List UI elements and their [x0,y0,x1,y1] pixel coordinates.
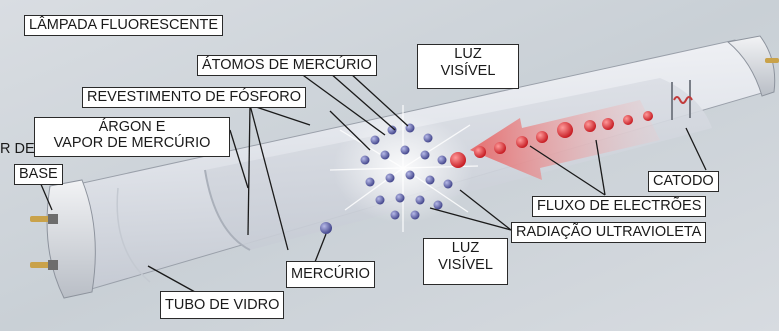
electron-flow-label: FLUXO DE ELECTRÕES [532,196,706,217]
mercury-atom [371,136,380,145]
argon-vapor-label: ÁRGON E VAPOR DE MERCÚRIO [34,117,230,157]
electron [557,122,573,138]
mercury-atom [361,156,370,165]
base-label: BASE [14,164,63,185]
visible-light-line-1: LUZ [428,240,503,257]
mercury-atom [424,134,433,143]
mercury-atom [391,211,400,220]
electron [450,152,466,168]
mercury-atom [444,180,453,189]
mercury-label: MERCÚRIO [286,261,375,288]
mercury-atoms-label: ÁTOMOS DE MERCÚRIO [197,55,377,76]
glass-tube-label: TUBO DE VIDRO [160,291,284,319]
mercury-atom [426,176,435,185]
visible-light-label-bottom: LUZ VISÍVEL [423,238,508,285]
phosphor-coating-label: REVESTIMENTO DE FÓSFORO [82,87,306,108]
title-label: LÂMPADA FLUORESCENTE [24,15,223,36]
base-pin [765,58,779,63]
argon-cutoff-prefix: R DE [0,141,35,157]
visible-light-line-1: LUZ [422,46,514,63]
argon-line-1: ÁRGON E [39,119,225,135]
electron [516,136,528,148]
mercury-atom [366,178,375,187]
electron [474,146,486,158]
mercury-atom [438,156,447,165]
mercury-atom [376,196,385,205]
electron [584,120,596,132]
visible-light-line-2: VISÍVEL [428,257,503,274]
mercury-atom [401,146,410,155]
electron [623,115,633,125]
mercury-atom [421,151,430,160]
mercury-droplet [320,222,332,234]
mercury-atom [406,171,415,180]
uv-radiation-label: RADIAÇÃO ULTRAVIOLETA [511,222,706,243]
electron [602,118,614,130]
mercury-atom [411,211,420,220]
visible-light-line-2: VISÍVEL [422,63,514,80]
argon-line-2: VAPOR DE MERCÚRIO [39,135,225,151]
mercury-atom [416,196,425,205]
mercury-atom [396,194,405,203]
electron [536,131,548,143]
cathode-label: CATODO [648,171,719,192]
mercury-atom [381,151,390,160]
mercury-atom [386,174,395,183]
mercury-atom [434,201,443,210]
visible-light-label-top: LUZ VISÍVEL [417,44,519,89]
electron [643,111,653,121]
electron [494,142,506,154]
